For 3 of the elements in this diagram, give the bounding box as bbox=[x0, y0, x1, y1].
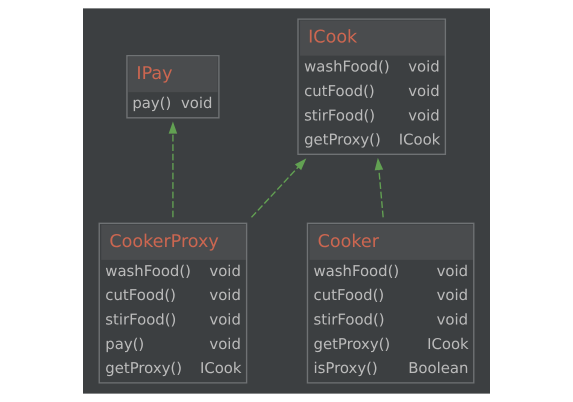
arrow bbox=[374, 158, 384, 218]
arrow bbox=[250, 158, 306, 218]
arrow bbox=[168, 121, 178, 218]
